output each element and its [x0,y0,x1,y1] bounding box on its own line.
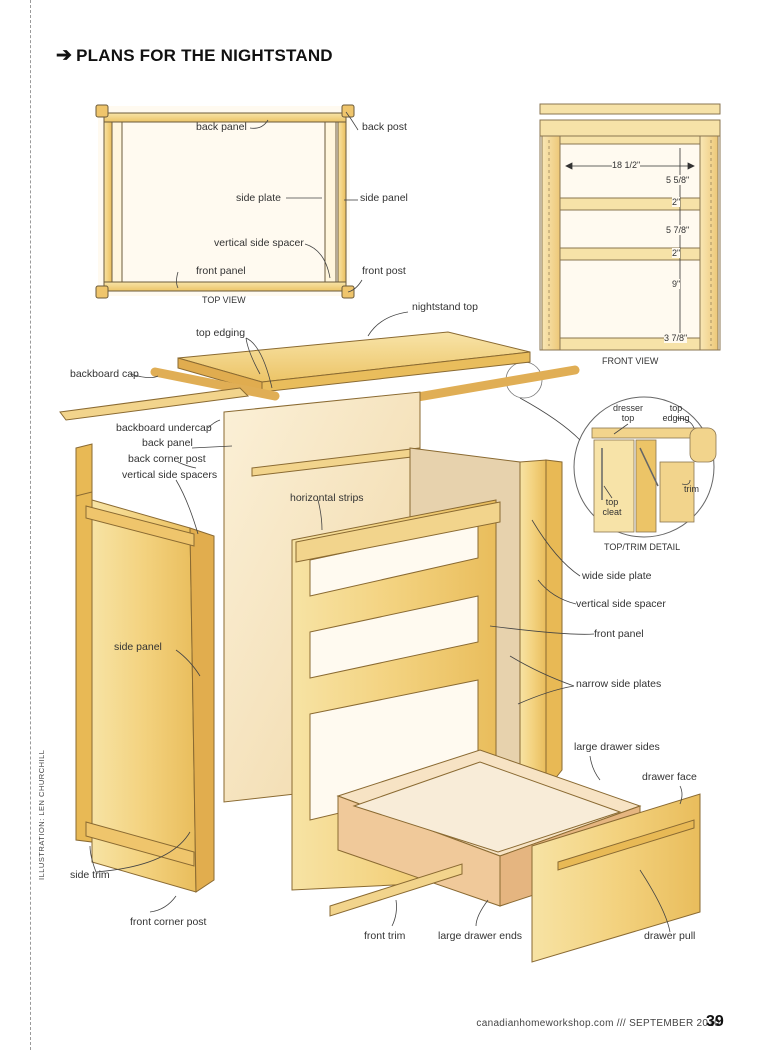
dim-d2: 2" [672,197,681,207]
label-horizontal-strips: horizontal strips [290,492,364,504]
label-side-panel-top: side panel [360,192,408,204]
label-top-edging: top edging [196,327,246,339]
label-back-post: back post [362,121,407,133]
label-back-corner-post: back corner post [128,453,206,465]
label-drawer-face: drawer face [642,771,697,783]
right-arrow-icon: ➔ [56,45,73,66]
dim-d1: 5 5/8" [666,175,690,185]
detail-caption: TOP/TRIM DETAIL [604,542,681,552]
top-trim-detail [573,396,717,538]
label-backboard-undercap: backboard undercap [116,422,212,434]
label-large-drawer-ends: large drawer ends [438,930,523,942]
label-vertical-side-spacer: vertical side spacer [576,598,666,610]
dim-d4: 2" [672,248,681,258]
label-side-panel: side panel [114,641,162,653]
label-back-panel: back panel [142,437,193,449]
cut-line [30,0,31,1050]
label-back-panel: back panel [196,121,247,133]
top-view-caption: TOP VIEW [202,295,246,305]
exploded-view [59,331,701,963]
label-front-trim: front trim [364,930,406,942]
illustration-credit: ILLUSTRATION: LEN CHURCHILL [37,749,46,880]
top-view-drawing [95,104,355,299]
label-front-panel-top: front panel [196,265,246,277]
front-view-hidden-lines [548,140,712,346]
page-number: 39 [706,1013,724,1030]
label-front-panel: front panel [594,628,644,640]
front-view-caption: FRONT VIEW [602,356,659,366]
label-front-post: front post [362,265,406,277]
label-trim: trim [684,484,699,494]
label-dresser-top: dresser top [612,403,643,423]
front-view-drawing [539,103,721,351]
dim-d3: 5 7/8" [666,225,690,235]
top-view-leaders [176,111,363,293]
label-top-edging-detail: top edging [662,403,690,423]
label-narrow-side-plates: narrow side plates [576,678,662,690]
label-wide-side-plate: wide side plate [582,570,652,582]
label-vertical-side-spacers: vertical side spacers [122,469,218,481]
label-drawer-pull: drawer pull [644,930,696,942]
label-backboard-cap: backboard cap [70,368,139,380]
page-title: ➔PLANS FOR THE NIGHTSTAND [56,45,333,66]
exploded-leaders [89,311,683,933]
label-side-plate: side plate [236,192,281,204]
label-vertical-side-spacer-top: vertical side spacer [214,237,304,249]
label-front-corner-post: front corner post [130,916,207,928]
label-top-cleat: top cleat [602,497,622,517]
label-nightstand-top: nightstand top [412,301,478,313]
footer-text: canadianhomeworkshop.com /// SEPTEMBER 2… [476,1018,720,1029]
label-side-trim: side trim [70,869,110,881]
label-large-drawer-sides: large drawer sides [574,741,660,753]
dim-d6: 3 7/8" [664,333,688,343]
dim-width: 18 1/2" [612,160,641,170]
dim-d5: 9" [672,279,681,289]
